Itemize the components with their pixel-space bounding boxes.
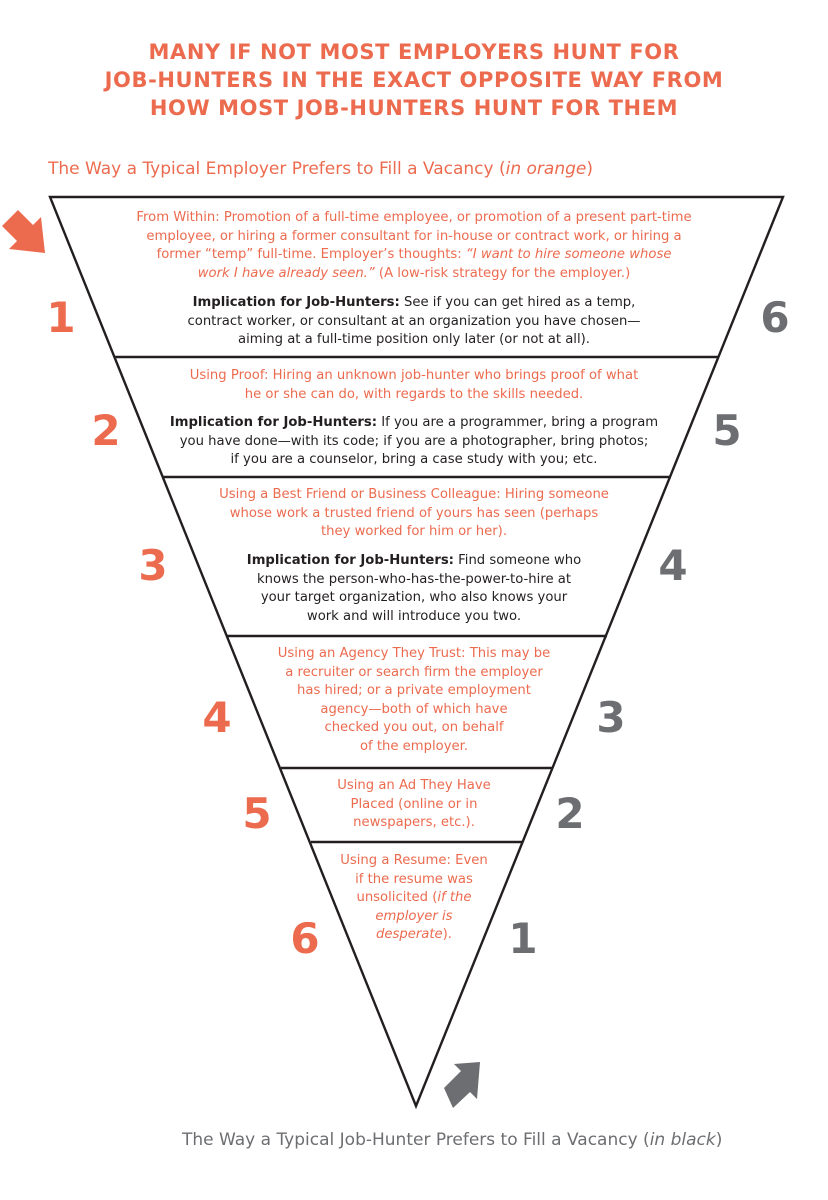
tier-1-implication: Implication for Job-Hunters: See if you … [187,295,641,347]
funnel-outline [48,195,785,1110]
down-right-arrow-icon [2,210,45,253]
tier-1-jobhunter-rank: 6 [760,293,790,342]
tier-5-employer-rank: 5 [242,789,272,838]
tier-6-employer-text: Using a Resume: Even if the resume was u… [340,853,488,942]
tier-5-employer-text: Using an Ad They Have Placed (online or … [337,778,491,830]
up-right-arrow-icon [444,1062,480,1108]
tier-3-employer-text: Using a Best Friend or Business Colleagu… [219,487,609,539]
tier-2-implication: Implication for Job-Hunters: If you are … [169,415,659,467]
tier-4-jobhunter-rank: 3 [596,693,626,742]
page-title: MANY IF NOT MOST EMPLOYERS HUNT FOR JOB-… [0,38,828,122]
tier-4-employer-rank: 4 [202,693,232,742]
jobhunter-caption: The Way a Typical Job-Hunter Prefers to … [182,1130,723,1150]
tier-3-employer-rank: 3 [138,541,168,590]
tier-2-jobhunter-rank: 5 [712,406,742,455]
tier-6-employer-rank: 6 [290,914,320,963]
title-line-1: MANY IF NOT MOST EMPLOYERS HUNT FOR [148,40,680,64]
tier-1-employer-rank: 1 [46,293,76,342]
title-line-2: JOB-HUNTERS IN THE EXACT OPPOSITE WAY FR… [104,68,724,92]
tier-5-jobhunter-rank: 2 [555,789,585,838]
tier-4-employer-text: Using an Agency They Trust: This may be … [277,646,551,754]
tier-6-jobhunter-rank: 1 [508,914,538,963]
tier-2-employer-text: Using Proof: Hiring an unknown job-hunte… [189,368,639,402]
tier-3-implication: Implication for Job-Hunters: Find someon… [246,553,582,624]
tier-1-employer-text: From Within: Promotion of a full-time em… [136,210,692,281]
title-line-3: HOW MOST JOB-HUNTERS HUNT FOR THEM [149,96,679,120]
tier-3-jobhunter-rank: 4 [658,541,688,590]
employer-caption: The Way a Typical Employer Prefers to Fi… [48,159,593,179]
tier-2-employer-rank: 2 [91,406,121,455]
